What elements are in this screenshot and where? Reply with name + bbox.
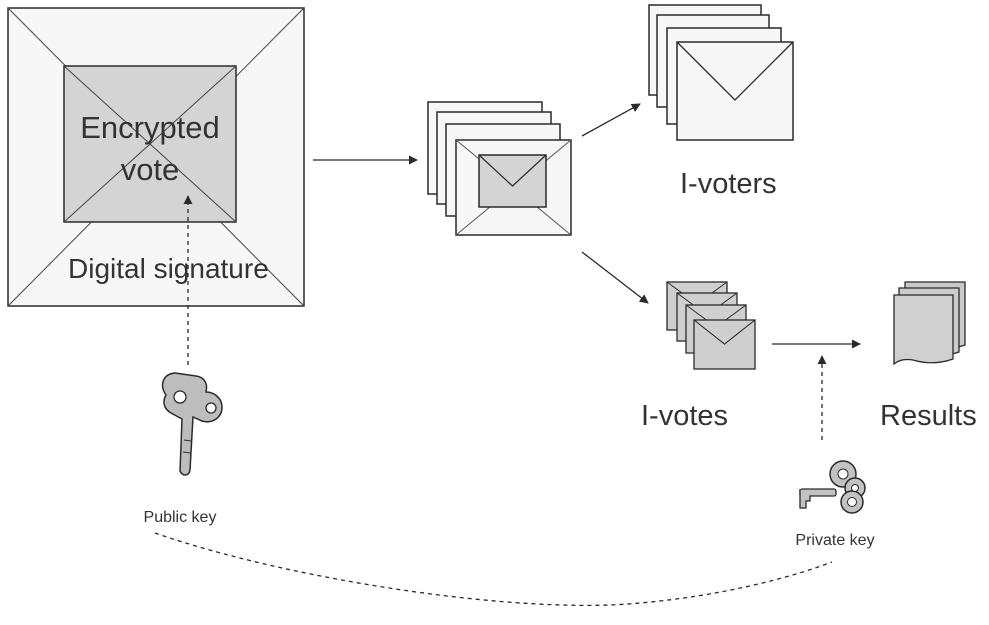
public-key-label: Public key — [144, 509, 217, 526]
ballot-envelope-stack — [427, 101, 572, 236]
i-voters-label: I-voters — [680, 168, 777, 200]
digital-signature-label: Digital signature — [68, 253, 269, 284]
encrypted-vote-label-line1: Encrypted — [80, 110, 220, 145]
public-key-icon — [161, 372, 223, 476]
arrow-to-i-voters — [581, 103, 641, 137]
results-document-icon — [893, 281, 966, 366]
encrypted-vote-label-line2: vote — [121, 152, 180, 187]
arrow-to-i-votes — [581, 251, 649, 304]
encrypted-vote-envelope — [63, 65, 237, 223]
private-key-icon — [799, 460, 866, 514]
i-votes-label: I-votes — [641, 400, 728, 432]
inner-vote-envelope — [478, 154, 547, 208]
results-label: Results — [880, 400, 977, 432]
i-votes-envelope-stack — [666, 281, 756, 370]
private-key-label: Private key — [795, 532, 874, 549]
i-voters-envelope-stack — [648, 4, 794, 141]
key-pair-dashed-link — [154, 532, 833, 607]
signed-ballot-envelope: Encrypted vote Digital signature — [7, 7, 305, 307]
